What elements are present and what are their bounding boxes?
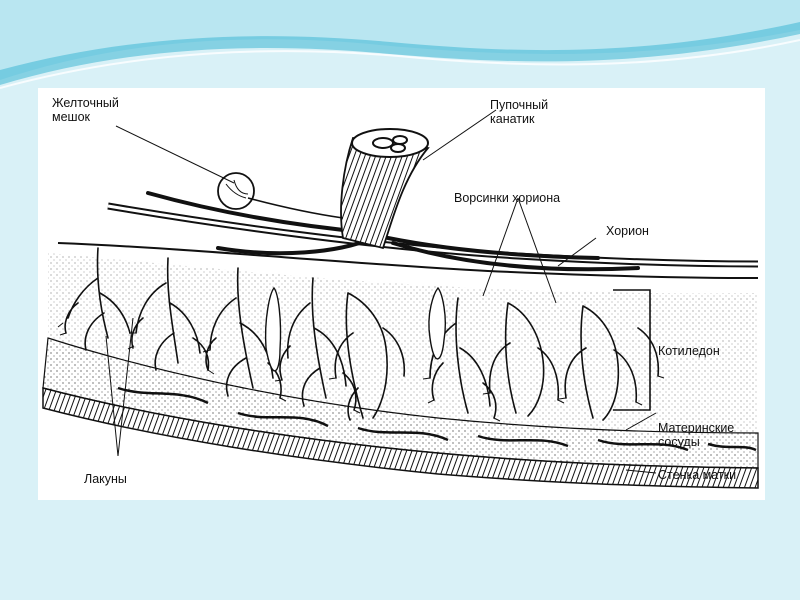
label-umbilical-cord: Пупочный канатик [490,98,549,126]
umbilical-cord [340,128,430,250]
placenta-diagram [42,109,759,489]
label-chorionic-villi: Ворсинки хориона [454,191,561,205]
figure-panel: Желточный мешок Пупочный канатик Ворсинк… [38,88,765,500]
top-wave-accent [0,22,800,85]
villous-fringes [57,322,665,422]
villous-trees [64,247,660,421]
top-wave-highlight [0,39,800,89]
intervillous-space [48,253,758,433]
yolk-sac [217,172,344,219]
label-yolk-sac: Желточный мешок [52,96,119,124]
cotyledon-bracket [613,289,651,411]
chorion-membrane [57,242,759,279]
label-maternal-vessels: Материнские сосуды [658,421,735,449]
septa [264,286,447,372]
top-wave-band [0,0,800,80]
label-lacunae: Лакуны [84,472,127,486]
maternal-vessels [117,386,757,452]
label-uterine-wall: Стенка матки [658,468,737,482]
label-chorion: Хорион [606,224,649,238]
leader-lines [105,109,657,474]
label-cotyledon: Котиледон [658,344,720,358]
